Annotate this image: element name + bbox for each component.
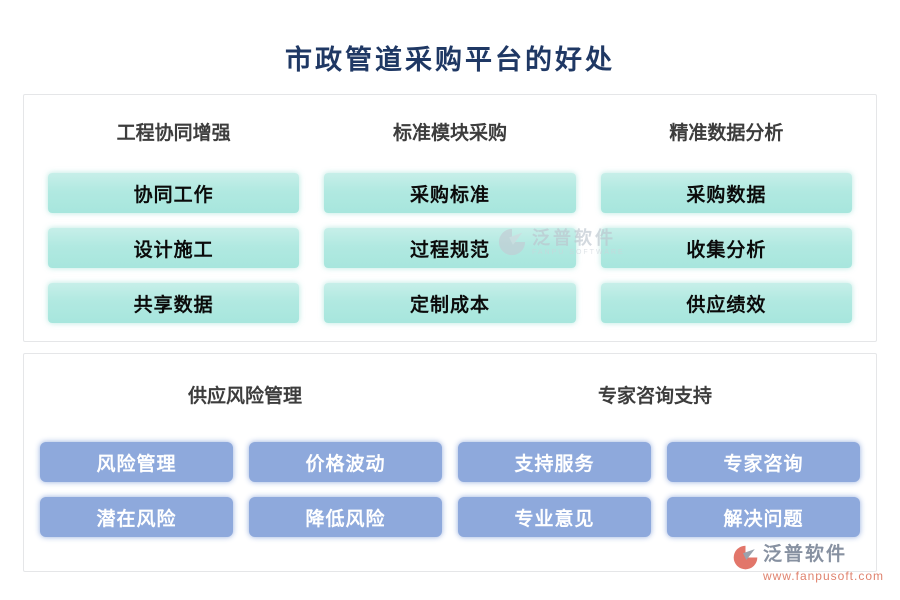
column-header: 精准数据分析 (669, 123, 784, 144)
corner-watermark: 泛普软件 www.fanpusoft.com (732, 544, 884, 583)
support-item: 风险管理 (40, 442, 233, 482)
support-item: 专家咨询 (667, 442, 860, 482)
benefit-item: 供应绩效 (600, 283, 852, 323)
top-benefits-panel: 工程协同增强 协同工作 设计施工 共享数据 标准模块采购 采购标准 过程规范 定… (23, 94, 877, 342)
benefit-item: 收集分析 (600, 228, 852, 268)
benefit-item: 采购标准 (324, 173, 576, 213)
support-item: 价格波动 (249, 442, 442, 482)
benefit-item: 采购数据 (600, 173, 852, 213)
page-title: 市政管道采购平台的好处 (285, 45, 615, 75)
corner-watermark-name: 泛普软件 (762, 544, 847, 565)
benefit-item: 设计施工 (48, 228, 300, 268)
column-header: 工程协同增强 (116, 123, 231, 144)
benefit-item: 定制成本 (324, 283, 576, 323)
column-data-analysis: 精准数据分析 采购数据 收集分析 供应绩效 (600, 111, 852, 338)
support-item: 解决问题 (667, 497, 860, 537)
support-item: 专业意见 (458, 497, 651, 537)
benefit-item: 协同工作 (48, 173, 300, 213)
bottom-benefits-panel: 供应风险管理 专家咨询支持 风险管理 价格波动 支持服务 专家咨询 潜在风险 降… (23, 353, 877, 572)
bottom-group-headers: 供应风险管理 专家咨询支持 (40, 384, 860, 410)
support-item: 降低风险 (249, 497, 442, 537)
fanpu-logo-icon (733, 545, 758, 570)
group-header-expert: 专家咨询支持 (597, 386, 712, 407)
top-benefits-grid: 工程协同增强 协同工作 设计施工 共享数据 标准模块采购 采购标准 过程规范 定… (48, 111, 852, 338)
benefit-item: 过程规范 (324, 228, 576, 268)
column-header: 标准模块采购 (392, 123, 507, 144)
support-item: 潜在风险 (40, 497, 233, 537)
column-collaboration: 工程协同增强 协同工作 设计施工 共享数据 (48, 111, 300, 338)
support-item: 支持服务 (458, 442, 651, 482)
bottom-benefits-grid: 风险管理 价格波动 支持服务 专家咨询 潜在风险 降低风险 专业意见 解决问题 (40, 442, 860, 537)
corner-watermark-url: www.fanpusoft.com (762, 569, 884, 583)
group-header-risk: 供应风险管理 (187, 386, 302, 407)
benefit-item: 共享数据 (48, 283, 300, 323)
column-standard-procurement: 标准模块采购 采购标准 过程规范 定制成本 (324, 111, 576, 338)
